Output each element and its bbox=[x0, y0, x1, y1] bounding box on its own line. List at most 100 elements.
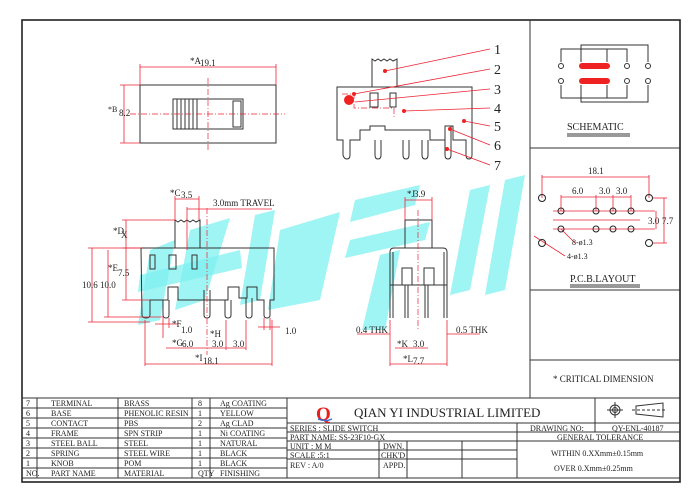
dim-c-value: 3.5 bbox=[181, 190, 193, 200]
parts-row-cell: YELLOW bbox=[220, 409, 254, 418]
parts-row-cell: 4 bbox=[26, 429, 30, 438]
parts-row-cell: 1 bbox=[198, 459, 202, 468]
part-name-label: PART NAME: SS-23F10-GX bbox=[290, 433, 385, 442]
dim-l-value: 7.7 bbox=[413, 356, 425, 366]
dim-right-value: 1.0 bbox=[285, 326, 297, 336]
parts-row-cell: NATURAL bbox=[220, 439, 257, 448]
company-name: QIAN YI INDUSTRIAL LIMITED bbox=[354, 405, 540, 420]
dim-i-label: *I bbox=[195, 353, 203, 363]
company-logo: Q bbox=[316, 404, 333, 425]
parts-row-cell: PBS bbox=[124, 419, 138, 428]
dim-k-label: *K bbox=[397, 339, 409, 349]
parts-row-cell: 6 bbox=[26, 409, 30, 418]
parts-header-cell: QTY bbox=[198, 469, 215, 478]
pcb-v1: 3.0 bbox=[648, 216, 660, 226]
parts-table: 7 TERMINAL BRASS 8 Ag COATING 6 BASE PHENOLIC R… bbox=[21, 397, 288, 479]
dim-k-value: 3.0 bbox=[413, 339, 425, 349]
parts-row-cell: SPRING bbox=[51, 449, 80, 458]
parts-row-cell: 2 bbox=[198, 419, 202, 428]
parts-row-cell: KNOB bbox=[51, 459, 74, 468]
dim-b-value: 8.2 bbox=[119, 108, 130, 118]
scale-label: SCALE :5:1 bbox=[290, 451, 330, 460]
parts-row-cell: TERMINAL bbox=[51, 399, 92, 408]
pcb-width: 18.1 bbox=[588, 166, 604, 176]
parts-row-cell: STEEL bbox=[124, 439, 148, 448]
thickness-left: 0.4 THK bbox=[356, 325, 388, 335]
parts-row-cell: POM bbox=[124, 459, 141, 468]
pcb-v2: 7.7 bbox=[662, 216, 674, 226]
parts-row-cell: 5 bbox=[26, 419, 30, 428]
dim-e-label: *E bbox=[108, 263, 119, 273]
parts-row-cell: STEEL WIRE bbox=[124, 449, 170, 458]
callout-1: 1 bbox=[494, 43, 501, 58]
callout-6: 6 bbox=[494, 139, 501, 154]
pcb-holes-large: 4-ø1.3 bbox=[567, 252, 588, 261]
height-total: 10.6 bbox=[82, 280, 98, 290]
dim-a-value: 19.1 bbox=[200, 58, 216, 68]
dim-d-value: X bbox=[121, 230, 128, 240]
dim-f-label: *F bbox=[172, 319, 182, 329]
series-label: SERIES : SLIDE SWITCH bbox=[290, 424, 378, 433]
pitch-1: 3.0 bbox=[212, 339, 224, 349]
side-view: 1 2 3 4 5 6 7 bbox=[336, 43, 501, 174]
dim-i-value: 18.1 bbox=[203, 356, 219, 366]
dim-h-label: *H bbox=[210, 329, 222, 339]
parts-row-cell: FRAME bbox=[51, 429, 79, 438]
dim-c-label: *C bbox=[170, 188, 181, 198]
parts-row-cell: 1 bbox=[198, 409, 202, 418]
rev-label: REV : A/0 bbox=[290, 461, 324, 470]
drawing-no: QY-ENL-40187 bbox=[612, 424, 664, 433]
drawing-no-label: DRAWING NO: bbox=[530, 424, 584, 433]
general-tolerance: GENERAL TOLERANCE bbox=[557, 433, 643, 442]
dim-g-value: 6.0 bbox=[182, 339, 194, 349]
appd-label: APPD. bbox=[383, 461, 405, 470]
parts-row-cell: BLACK bbox=[220, 449, 247, 458]
parts-row-cell: 2 bbox=[26, 449, 30, 458]
parts-row-cell: PHENOLIC RESIN bbox=[124, 409, 189, 418]
parts-row-cell: 8 bbox=[198, 399, 202, 408]
parts-row-cell: Ni COATING bbox=[220, 429, 265, 438]
dim-g-label: *G bbox=[172, 338, 184, 348]
schematic-title: SCHEMATIC bbox=[567, 122, 624, 133]
schematic: SCHEMATIC bbox=[558, 44, 651, 137]
parts-row-cell: 1 bbox=[26, 459, 30, 468]
dim-e-value: 7.5 bbox=[118, 268, 130, 278]
title-block: Q QIAN YI INDUSTRIAL LIMITED SERIES : SL… bbox=[22, 397, 680, 479]
critical-dimension-note: * CRITICAL DIMENSION bbox=[553, 374, 654, 384]
pitch-2: 3.0 bbox=[233, 339, 245, 349]
dim-b-label: *B bbox=[108, 105, 117, 114]
drawing-frame bbox=[21, 19, 681, 483]
dim-a-label: *A bbox=[190, 56, 202, 66]
parts-row-cell: Ag COATING bbox=[220, 399, 267, 408]
pcb-d3: 3.0 bbox=[616, 186, 628, 196]
dwn-label: DWN. bbox=[383, 442, 404, 451]
callout-3: 3 bbox=[494, 83, 501, 98]
parts-header-cell: NO. bbox=[26, 469, 40, 478]
parts-row-cell: 1 bbox=[198, 449, 202, 458]
tolerance-within: WITHIN 0.XXmm±0.15mm bbox=[551, 449, 644, 458]
parts-header-cell: FINISHING bbox=[220, 469, 260, 478]
pcb-d2: 3.0 bbox=[599, 186, 611, 196]
parts-row-cell: CONTACT bbox=[51, 419, 88, 428]
parts-row-cell: 1 bbox=[198, 429, 202, 438]
parts-row-cell: STEEL BALL bbox=[51, 439, 98, 448]
parts-row-cell: BRASS bbox=[124, 399, 149, 408]
parts-row-cell: BASE bbox=[51, 409, 72, 418]
parts-header-cell: MATERIAL bbox=[124, 469, 165, 478]
parts-row-cell: 7 bbox=[26, 399, 30, 408]
callout-5: 5 bbox=[494, 120, 501, 135]
front-view: *C 3.5 3.0mm TRAVEL *D X *E 7.5 10.6 10.… bbox=[82, 188, 297, 366]
dim-j-label: *J bbox=[407, 189, 416, 199]
chkd-label: CHK'D bbox=[381, 451, 405, 460]
dim-d-label: *D bbox=[113, 226, 125, 236]
end-view: *J 3.9 0.4 THK 0.5 THK *K 3.0 *L 7.7 bbox=[356, 189, 488, 366]
unit-label: UNIT : M M bbox=[290, 442, 331, 451]
thickness-right: 0.5 THK bbox=[456, 325, 488, 335]
parts-header-cell: PART NAME bbox=[51, 469, 96, 478]
parts-row-cell: BLACK bbox=[220, 459, 247, 468]
parts-row-cell: 1 bbox=[198, 439, 202, 448]
dim-l-label: *L bbox=[403, 354, 413, 364]
pcb-d1: 6.0 bbox=[572, 186, 584, 196]
callout-7: 7 bbox=[494, 159, 501, 174]
height-body: 10.0 bbox=[100, 280, 116, 290]
